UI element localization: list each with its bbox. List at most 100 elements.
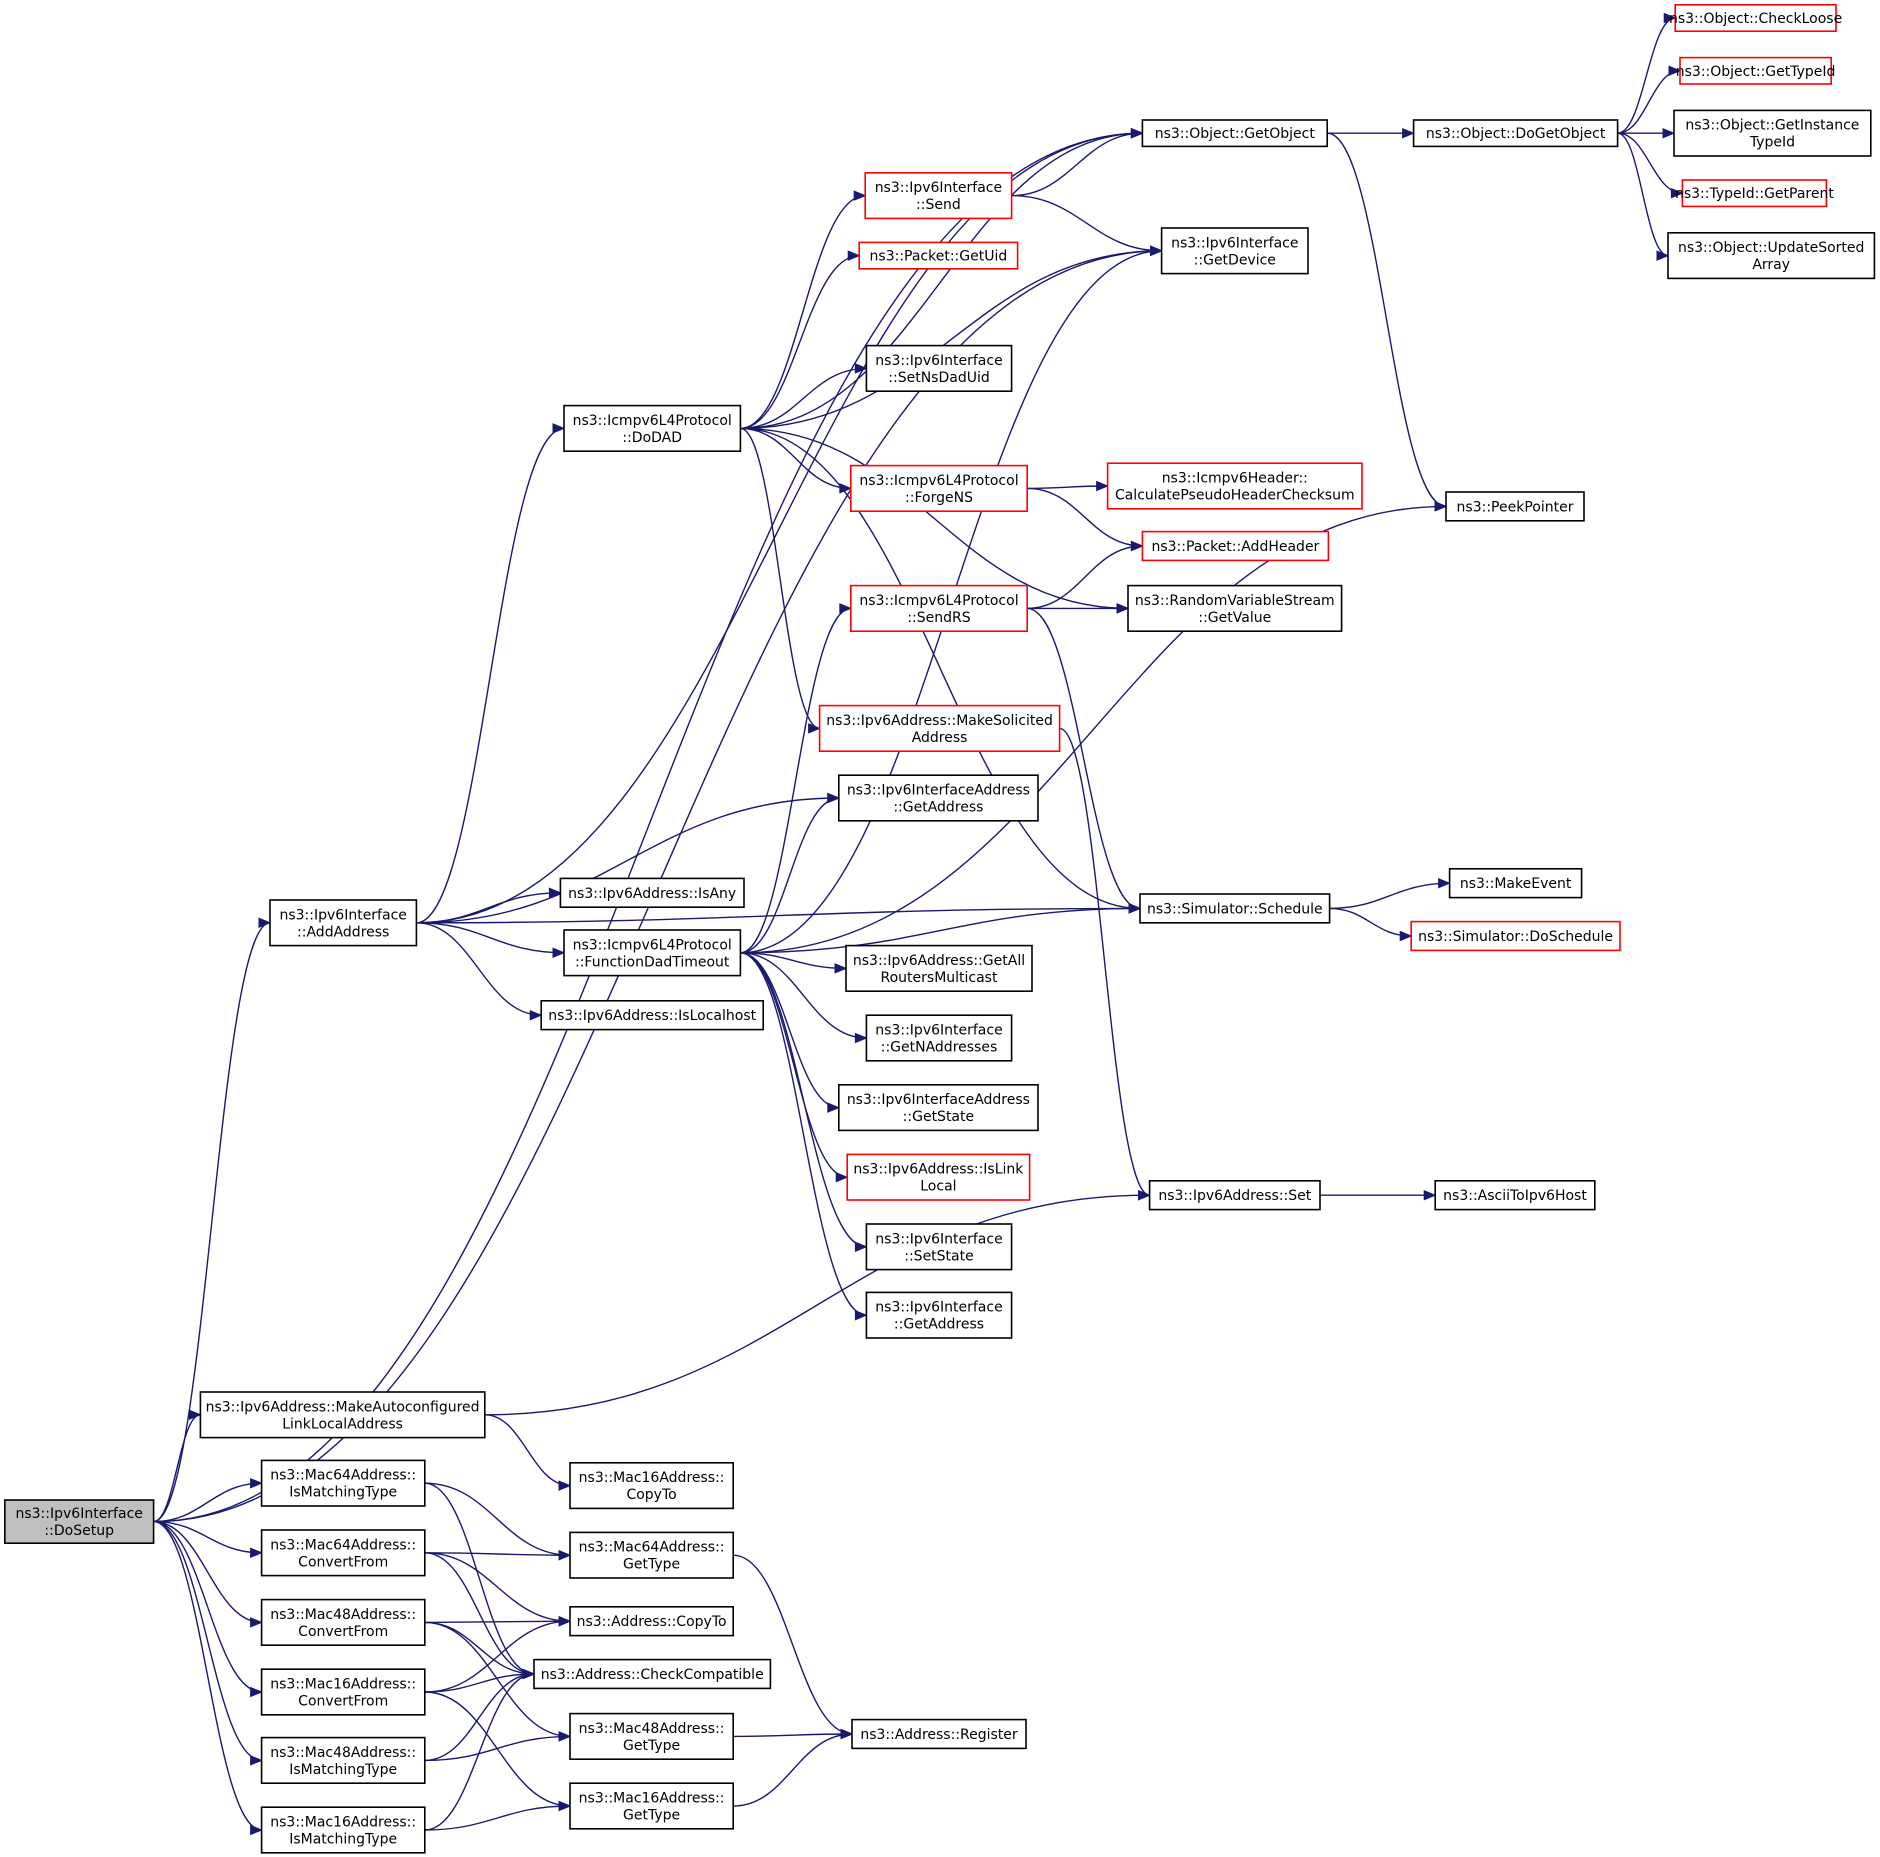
node-peekPointer[interactable]: ns3::PeekPointer [1445, 491, 1585, 522]
node-getParent[interactable]: ns3::TypeId::GetParent [1675, 179, 1834, 208]
node-mac64GetType[interactable]: ns3::Mac64Address::GetType [569, 1531, 734, 1579]
edge-line [733, 1733, 853, 1807]
node-doDAD[interactable]: ns3::Icmpv6L4Protocol::DoDAD [563, 404, 742, 453]
node-mac48ConvertFrom[interactable]: ns3::Mac48Address::ConvertFrom [260, 1598, 426, 1646]
node-funcDadTimeout[interactable]: ns3::Icmpv6L4Protocol::FunctionDadTimeou… [563, 929, 742, 977]
edge-mac16GetType-to-addrRegister [733, 1728, 854, 1807]
node-makeAutoconf[interactable]: ns3::Ipv6Address::MakeAutoconfiguredLink… [199, 1391, 486, 1439]
arrowhead [250, 1755, 263, 1766]
node-doSetup: ns3::Ipv6Interface::DoSetup [4, 1499, 155, 1545]
edge-line [1617, 17, 1676, 134]
edge-line [740, 194, 866, 430]
node-box [1127, 584, 1343, 632]
node-isLocalhost[interactable]: ns3::Ipv6Address::IsLocalhost [540, 999, 765, 1031]
node-mac48IsMatching[interactable]: ns3::Mac48Address::IsMatchingType [260, 1736, 426, 1784]
node-mac48GetType[interactable]: ns3::Mac48Address::GetType [569, 1712, 734, 1760]
arrowhead [1668, 65, 1682, 77]
node-label: ns3::PeekPointer [1457, 499, 1574, 515]
node-packetGetUid[interactable]: ns3::Packet::GetUid [858, 241, 1019, 270]
node-doSchedule[interactable]: ns3::Simulator::DoSchedule [1410, 920, 1621, 952]
edge-schedule-to-doSchedule [1329, 907, 1413, 942]
node-addrCopyTo[interactable]: ns3::Address::CopyTo [569, 1606, 734, 1637]
arrowhead [558, 1731, 572, 1742]
node-label: GetType [623, 1738, 680, 1754]
edge-line [416, 922, 542, 1016]
node-label: ns3::Object::GetObject [1155, 126, 1316, 142]
node-label: ConvertFrom [298, 1554, 388, 1570]
edge-funcDadTimeout-to-getNAddresses [740, 952, 868, 1044]
node-label: ns3::Ipv6Address::GetAll [853, 953, 1025, 969]
node-addHeader[interactable]: ns3::Packet::AddHeader [1141, 530, 1330, 562]
node-forgeNS[interactable]: ns3::Icmpv6L4Protocol::ForgeNS [849, 464, 1028, 513]
node-checkCompatible[interactable]: ns3::Address::CheckCompatible [533, 1658, 772, 1690]
arrowhead [250, 1617, 263, 1628]
node-label: ns3::Address::CheckCompatible [541, 1667, 764, 1683]
node-ifAddrGetState[interactable]: ns3::Ipv6InterfaceAddress::GetState [837, 1084, 1039, 1132]
arrowhead [1399, 930, 1413, 942]
node-makeEvent[interactable]: ns3::MakeEvent [1448, 867, 1583, 899]
node-label: ::ForgeNS [905, 490, 973, 506]
node-label: ns3::AsciiToIpv6Host [1443, 1188, 1587, 1204]
node-setNsDadUid[interactable]: ns3::Ipv6Interface::SetNsDadUid [865, 344, 1013, 393]
node-box [260, 1459, 426, 1507]
node-label: Address [912, 730, 968, 746]
node-label: IsMatchingType [289, 1832, 397, 1848]
node-label: ns3::Object::CheckLoose [1669, 11, 1842, 27]
node-addAddress[interactable]: ns3::Ipv6Interface::AddAddress [269, 899, 418, 947]
node-ipv6Set[interactable]: ns3::Ipv6Address::Set [1148, 1180, 1321, 1211]
node-label: ns3::Simulator::Schedule [1147, 901, 1323, 917]
node-box [569, 1462, 734, 1510]
node-schedule[interactable]: ns3::Simulator::Schedule [1139, 893, 1331, 924]
node-box [1106, 462, 1363, 510]
node-label: ns3::Ipv6Address::MakeSolicited [826, 713, 1053, 729]
node-box [260, 1529, 426, 1577]
arrowhead [188, 1409, 202, 1421]
arrowhead [558, 1800, 572, 1812]
node-mac16CopyTo[interactable]: ns3::Mac16Address::CopyTo [569, 1462, 734, 1510]
node-getNAddresses[interactable]: ns3::Ipv6Interface::GetNAddresses [865, 1014, 1013, 1062]
node-mac16ConvertFrom[interactable]: ns3::Mac16Address::ConvertFrom [260, 1668, 426, 1716]
node-ifGetAddress[interactable]: ns3::Ipv6Interface::GetAddress [865, 1291, 1013, 1339]
arrowhead [250, 1477, 263, 1489]
node-isAny[interactable]: ns3::Ipv6Address::IsAny [559, 877, 745, 909]
node-asciiToIpv6[interactable]: ns3::AsciiToIpv6Host [1434, 1180, 1596, 1211]
edge-line [424, 1620, 571, 1624]
node-calcChecksum[interactable]: ns3::Icmpv6Header::CalculatePseudoHeader… [1106, 462, 1363, 510]
node-mac16GetType[interactable]: ns3::Mac16Address::GetType [569, 1782, 734, 1830]
edge-funcDadTimeout-to-ifGetAddress [740, 952, 868, 1321]
node-ifSend[interactable]: ns3::Ipv6Interface::Send [864, 172, 1013, 220]
node-ifSetState[interactable]: ns3::Ipv6Interface::SetState [865, 1223, 1013, 1271]
node-sendRS[interactable]: ns3::Icmpv6L4Protocol::SendRS [849, 584, 1028, 632]
edge-mac64GetType-to-addrRegister [733, 1554, 854, 1740]
node-ifAddrGetAddress[interactable]: ns3::Ipv6InterfaceAddress::GetAddress [837, 774, 1039, 822]
node-label: ConvertFrom [298, 1694, 388, 1710]
node-getObject[interactable]: ns3::Object::GetObject [1141, 119, 1329, 148]
node-box [569, 1782, 734, 1830]
node-label: ns3::Mac48Address:: [270, 1745, 416, 1761]
node-mac64ConvertFrom[interactable]: ns3::Mac64Address::ConvertFrom [260, 1529, 426, 1577]
node-label: ns3::Ipv6Interface [279, 907, 406, 923]
node-doGetObject[interactable]: ns3::Object::DoGetObject [1412, 119, 1619, 148]
node-getTypeId[interactable]: ns3::Object::GetTypeId [1676, 56, 1836, 85]
arrowhead [1116, 603, 1130, 614]
node-box [846, 1153, 1031, 1201]
edge-line [740, 952, 867, 1248]
arrowhead [834, 963, 848, 974]
node-getDevice[interactable]: ns3::Ipv6Interface::GetDevice [1160, 227, 1309, 275]
edge-addAddress-to-doDAD [416, 423, 566, 924]
node-addrRegister[interactable]: ns3::Address::Register [851, 1718, 1027, 1750]
node-mac16IsMatching[interactable]: ns3::Mac16Address::IsMatchingType [260, 1806, 426, 1854]
node-label: ns3::Object::UpdateSorted [1678, 240, 1864, 256]
edge-doSetup-to-mac64IsMatching [153, 1477, 263, 1523]
node-rvsGetValue[interactable]: ns3::RandomVariableStream::GetValue [1127, 584, 1343, 632]
node-checkLoose[interactable]: ns3::Object::CheckLoose [1669, 4, 1842, 32]
node-mac64IsMatching[interactable]: ns3::Mac64Address::IsMatchingType [260, 1459, 426, 1507]
arrowhead [854, 1032, 868, 1044]
edge-doSetup-to-mac48ConvertFrom [153, 1520, 263, 1628]
arrowhead [558, 1549, 572, 1561]
